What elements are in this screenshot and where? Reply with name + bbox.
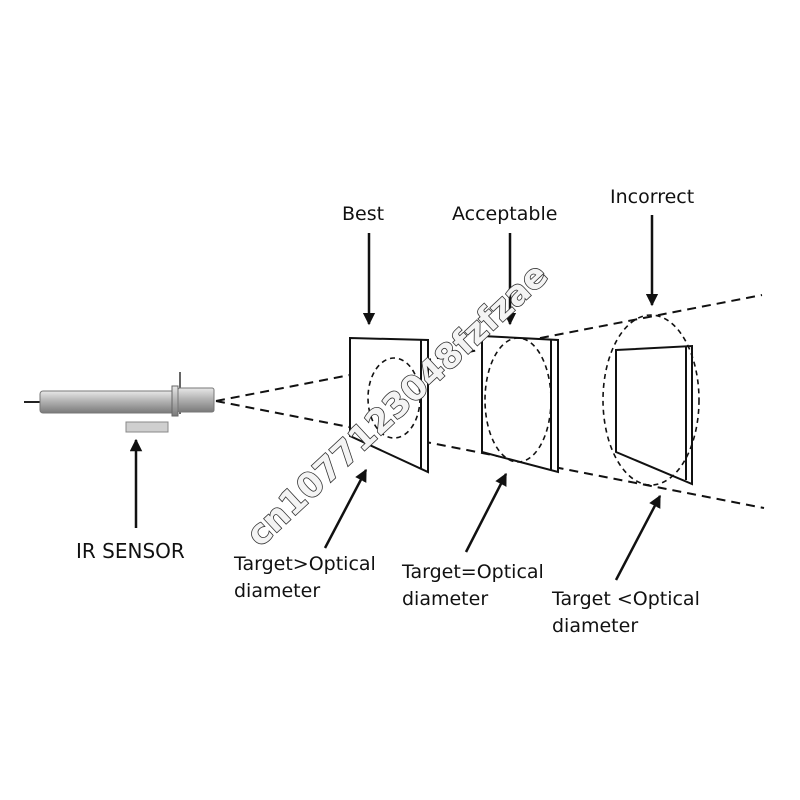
cone-lower-edge — [215, 400, 765, 509]
ir-sensor-icon — [24, 372, 215, 433]
label-target-less-line2: diameter — [552, 615, 638, 637]
label-ir-sensor: IR SENSOR — [76, 539, 185, 563]
target-acceptable — [481, 334, 559, 474]
label-best: Best — [342, 203, 384, 225]
arrow-target-greater — [323, 468, 368, 549]
spot-circle-best — [367, 357, 421, 439]
label-incorrect: Incorrect — [610, 186, 694, 208]
target-best — [349, 336, 429, 474]
spot-circle-incorrect — [602, 314, 700, 486]
arrow-target-less — [614, 494, 662, 581]
arrow-target-equal — [464, 472, 508, 553]
label-target-equal-line2: diameter — [402, 588, 488, 610]
label-target-greater-line2: diameter — [234, 580, 320, 602]
label-target-equal-line1: Target=Optical — [401, 561, 544, 583]
label-target-less-line1: Target <Optical — [551, 588, 700, 610]
label-target-greater-line1: Target>Optical — [233, 553, 376, 575]
pointer-arrows — [129, 215, 662, 581]
spot-circle-acceptable — [484, 337, 552, 463]
label-acceptable: Acceptable — [452, 203, 557, 225]
target-incorrect — [602, 314, 700, 486]
